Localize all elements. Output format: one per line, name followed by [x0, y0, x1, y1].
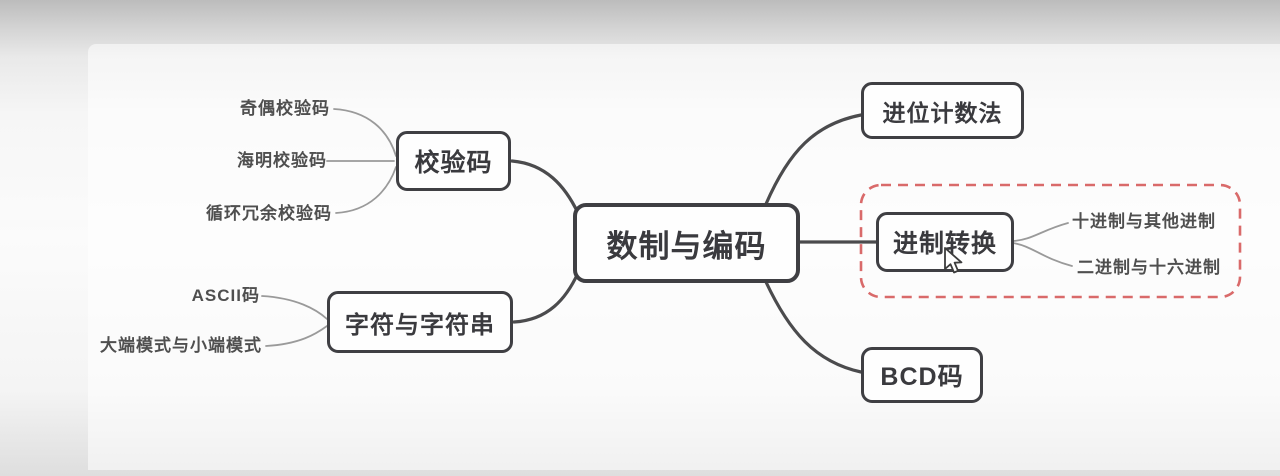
branch-check-to-root: [510, 159, 580, 215]
node-check-code-label: 校验码: [414, 149, 493, 177]
leaf-ascii-code[interactable]: ASCII码: [191, 286, 260, 305]
leaf-crc-check-code[interactable]: 循环冗余校验码: [206, 204, 332, 223]
arrow-pointer-icon: [944, 247, 963, 274]
branch-root-to-positional: [764, 113, 863, 206]
connector-baseconv-to-decoth: [1012, 222, 1069, 242]
node-bcd-code-label: BCD码: [880, 363, 964, 391]
leaf-hamming-check-code[interactable]: 海明校验码: [237, 151, 327, 170]
node-check-code[interactable]: 校验码: [396, 131, 511, 191]
connector-endian-to-charstr: [265, 325, 328, 347]
leaf-binary-hex[interactable]: 二进制与十六进制: [1077, 258, 1221, 277]
node-positional-notation[interactable]: 进位计数法: [861, 82, 1024, 139]
connector-baseconv-to-binhex: [1012, 242, 1073, 267]
branch-root-to-bcd: [764, 280, 863, 374]
connector-ascii-to-charstr: [261, 295, 328, 320]
node-char-string[interactable]: 字符与字符串: [327, 291, 513, 353]
node-root[interactable]: 数制与编码: [573, 203, 800, 283]
leaf-parity-check-code[interactable]: 奇偶校验码: [240, 99, 330, 118]
leaf-decimal-other-bases[interactable]: 十进制与其他进制: [1072, 212, 1216, 231]
connector-crc-to-check: [335, 166, 397, 214]
node-bcd-code[interactable]: BCD码: [861, 347, 983, 403]
connector-parity-to-check: [333, 108, 397, 157]
node-char-string-label: 字符与字符串: [345, 311, 495, 339]
node-positional-notation-label: 进位计数法: [882, 99, 1003, 126]
node-root-label: 数制与编码: [606, 228, 767, 264]
branch-charstr-to-root: [512, 271, 580, 324]
leaf-endian-modes[interactable]: 大端模式与小端模式: [100, 336, 262, 355]
